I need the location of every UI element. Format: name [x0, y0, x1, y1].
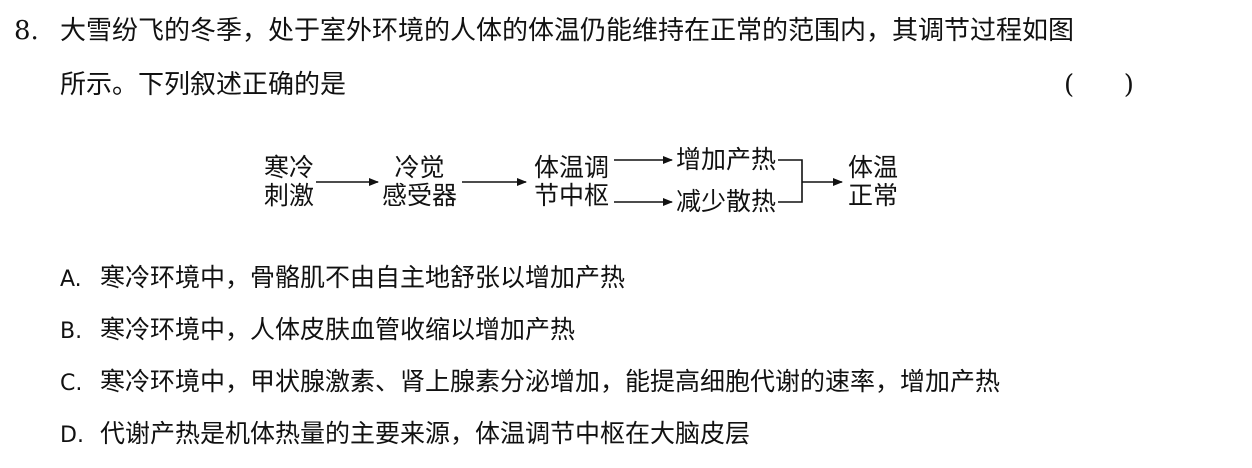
option-d-text: 代谢产热是机体热量的主要来源，体温调节中枢在大脑皮层 [100, 419, 751, 448]
node-normal-temp-line-1: 体温 [848, 153, 899, 182]
node-reduce-heat-loss-label: 减少散热 [676, 187, 777, 216]
node-thermoregulation-center: 体温调 节中枢 [534, 154, 609, 210]
question-stem-line-2: 所示。下列叙述正确的是 [60, 70, 347, 100]
node-cold-stimulus-line-2: 刺激 [264, 181, 315, 210]
answer-blank: ( ) [1064, 70, 1134, 100]
node-reduce-heat-loss: 减少散热 [676, 188, 776, 216]
thermoregulation-flow-diagram: 寒冷 刺激 冷觉 感受器 体温调 节中枢 增加产热 减少散热 体温 正常 [256, 146, 906, 218]
option-d-letter: D. [60, 423, 84, 448]
option-a-letter: A. [60, 267, 82, 292]
node-cold-stimulus: 寒冷 刺激 [264, 154, 314, 210]
node-cold-stimulus-line-1: 寒冷 [264, 153, 315, 182]
node-increase-heat-production-label: 增加产热 [676, 145, 777, 174]
node-cold-receptor-line-2: 感受器 [382, 181, 458, 210]
node-center-line-1: 体温调 [534, 153, 610, 182]
option-b-letter: B. [60, 319, 83, 344]
node-normal-body-temperature: 体温 正常 [848, 154, 898, 210]
node-increase-heat-production: 增加产热 [676, 146, 776, 174]
merge-bracket [778, 159, 803, 203]
node-center-line-2: 节中枢 [534, 181, 610, 210]
flow-arrows [316, 156, 843, 206]
option-b-text: 寒冷环境中，人体皮肤血管收缩以增加产热 [100, 315, 576, 344]
option-c[interactable]: C. 寒冷环境中，甲状腺激素、肾上腺素分泌增加，能提高细胞代谢的速率，增加产热 [60, 366, 1000, 400]
node-cold-receptor-line-1: 冷觉 [394, 153, 445, 182]
option-d[interactable]: D. 代谢产热是机体热量的主要来源，体温调节中枢在大脑皮层 [60, 418, 750, 452]
option-b[interactable]: B. 寒冷环境中，人体皮肤血管收缩以增加产热 [60, 314, 575, 348]
option-c-letter: C. [60, 371, 83, 396]
node-normal-temp-line-2: 正常 [848, 181, 899, 210]
option-a[interactable]: A. 寒冷环境中，骨骼肌不由自主地舒张以增加产热 [60, 262, 625, 296]
question-number: 8. [14, 16, 39, 46]
option-c-text: 寒冷环境中，甲状腺激素、肾上腺素分泌增加，能提高细胞代谢的速率，增加产热 [100, 367, 1001, 396]
question-stem-line-1: 大雪纷飞的冬季，处于室外环境的人体的体温仍能维持在正常的范围内，其调节过程如图 [60, 16, 1075, 46]
node-cold-receptor: 冷觉 感受器 [382, 154, 457, 210]
option-a-text: 寒冷环境中，骨骼肌不由自主地舒张以增加产热 [100, 263, 626, 292]
